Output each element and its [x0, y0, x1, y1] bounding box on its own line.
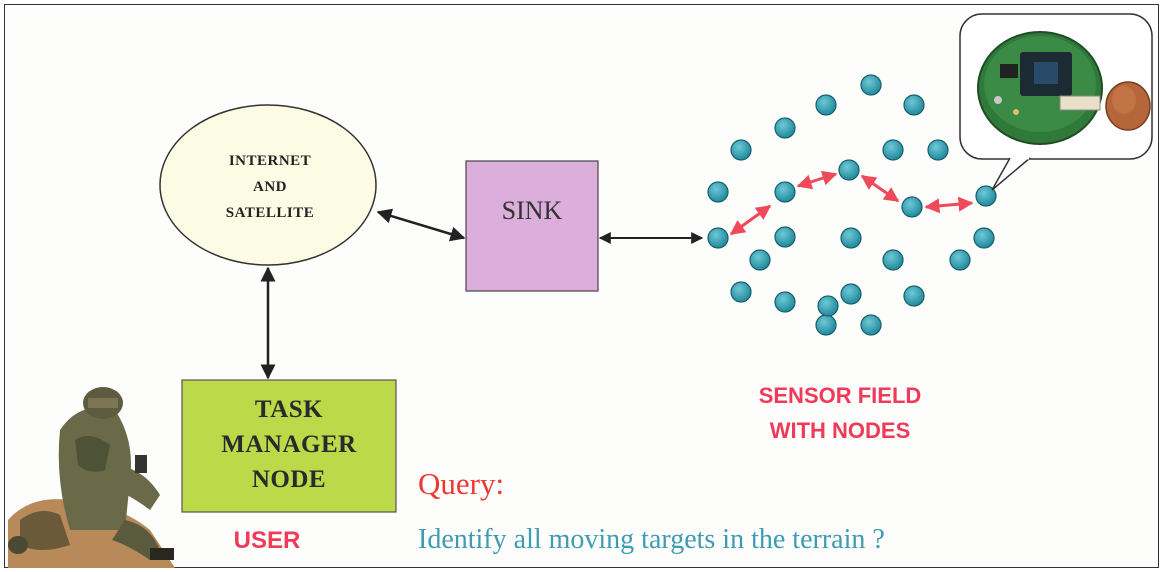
task-label-line2: MANAGER	[221, 431, 357, 458]
sensor-node	[815, 314, 837, 336]
sensor-node	[707, 181, 729, 203]
soldier-image	[8, 387, 175, 568]
task-manager-label: TASK MANAGER NODE	[182, 392, 396, 497]
internet-label-line2: AND	[253, 179, 287, 195]
sensor-node	[975, 185, 997, 207]
sensor-node	[730, 281, 752, 303]
sensor-node	[882, 249, 904, 271]
route-arrow	[860, 174, 900, 203]
sensor-node	[749, 249, 771, 271]
routing-path	[729, 170, 974, 236]
user-label: USER	[233, 527, 301, 554]
internet-satellite-node	[159, 104, 377, 266]
sensor-field-label: SENSOR FIELD WITH NODES	[710, 378, 970, 448]
sensor-node	[840, 227, 862, 249]
sensor-mote-callout	[959, 13, 1153, 191]
internet-label-line3: SATELLITE	[225, 205, 315, 221]
sensor-node	[817, 295, 839, 317]
sensor-field-line1: SENSOR FIELD	[758, 383, 922, 408]
route-arrow	[729, 204, 772, 236]
sensor-node	[949, 249, 971, 271]
internet-satellite-label: INTERNET AND SATELLITE	[164, 148, 376, 226]
task-label-line3: NODE	[251, 466, 327, 493]
task-label-line1: TASK	[254, 396, 324, 423]
route-arrow	[924, 196, 974, 214]
sink-node	[465, 160, 599, 292]
sensor-node	[774, 117, 796, 139]
sensor-node	[774, 181, 796, 203]
sensor-node	[860, 74, 882, 96]
task-manager-node	[181, 379, 397, 513]
query-text: Identify all moving targets in the terra…	[418, 524, 885, 555]
sensor-node	[927, 139, 949, 161]
internet-sink-arrow	[376, 208, 466, 242]
sensor-node	[774, 291, 796, 313]
sensor-node	[903, 285, 925, 307]
sensor-node	[973, 227, 995, 249]
sensor-nodes	[707, 74, 997, 336]
sensor-node	[774, 226, 796, 248]
sensor-node	[838, 159, 860, 181]
sensor-node	[815, 94, 837, 116]
sensor-field-line2: WITH NODES	[769, 418, 911, 443]
sensor-node	[903, 94, 925, 116]
sensor-node	[860, 314, 882, 336]
sink-label: SINK	[501, 196, 563, 225]
sensor-node	[882, 139, 904, 161]
sensor-node	[901, 196, 923, 218]
sensor-node	[730, 139, 752, 161]
sensor-node	[840, 283, 862, 305]
route-arrow	[796, 170, 838, 190]
internet-label-line1: INTERNET	[228, 153, 312, 169]
query-label: Query:	[418, 466, 505, 501]
sensor-node	[707, 227, 729, 249]
